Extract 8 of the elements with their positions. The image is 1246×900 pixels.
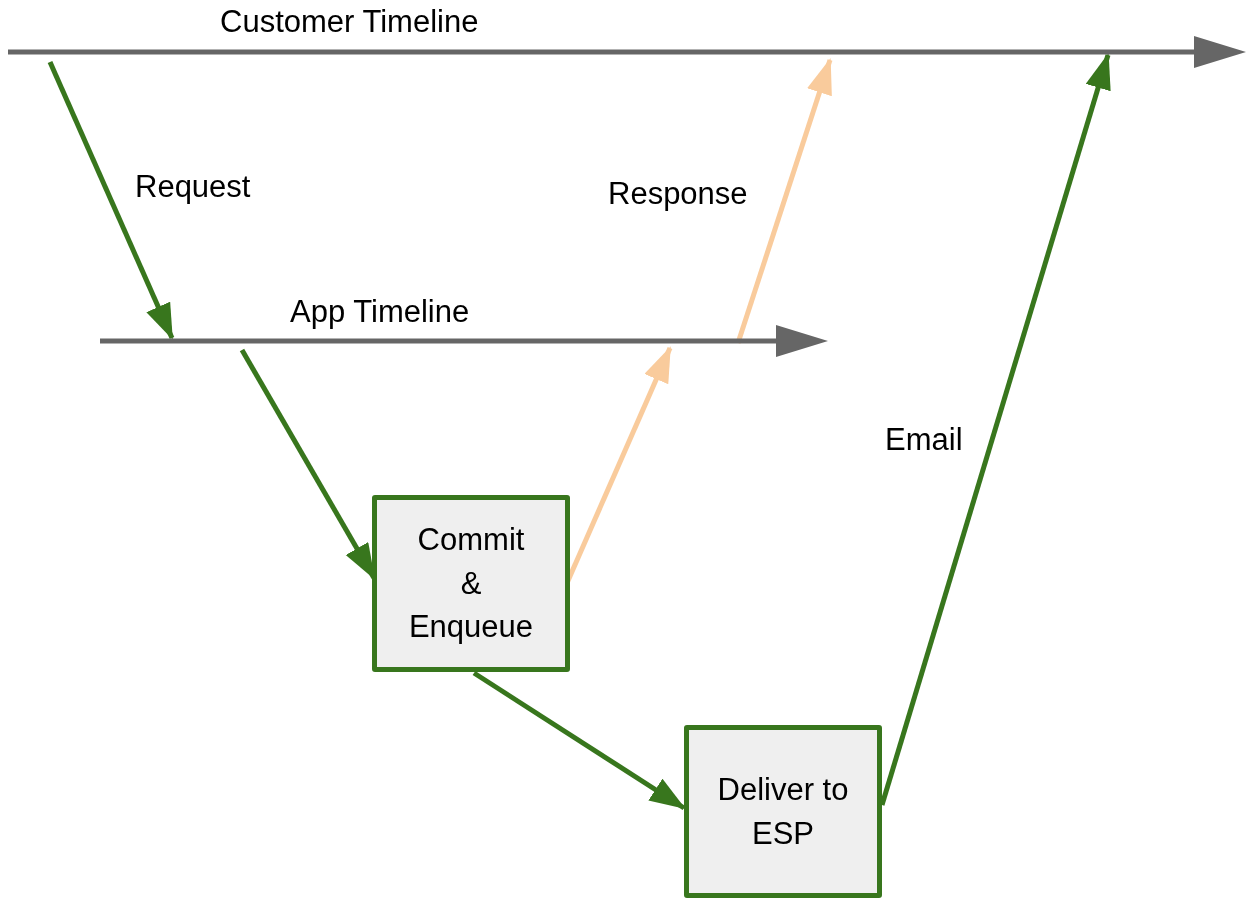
timeline-label: App Timeline xyxy=(290,296,470,327)
process-label: Commit & Enqueue xyxy=(407,521,535,647)
arrow xyxy=(472,670,686,811)
process-box xyxy=(684,725,882,898)
timeline-label: Customer Timeline xyxy=(220,6,479,37)
arrow xyxy=(47,61,175,340)
process-label: Deliver to ESP xyxy=(716,771,850,853)
process-box xyxy=(372,495,570,672)
